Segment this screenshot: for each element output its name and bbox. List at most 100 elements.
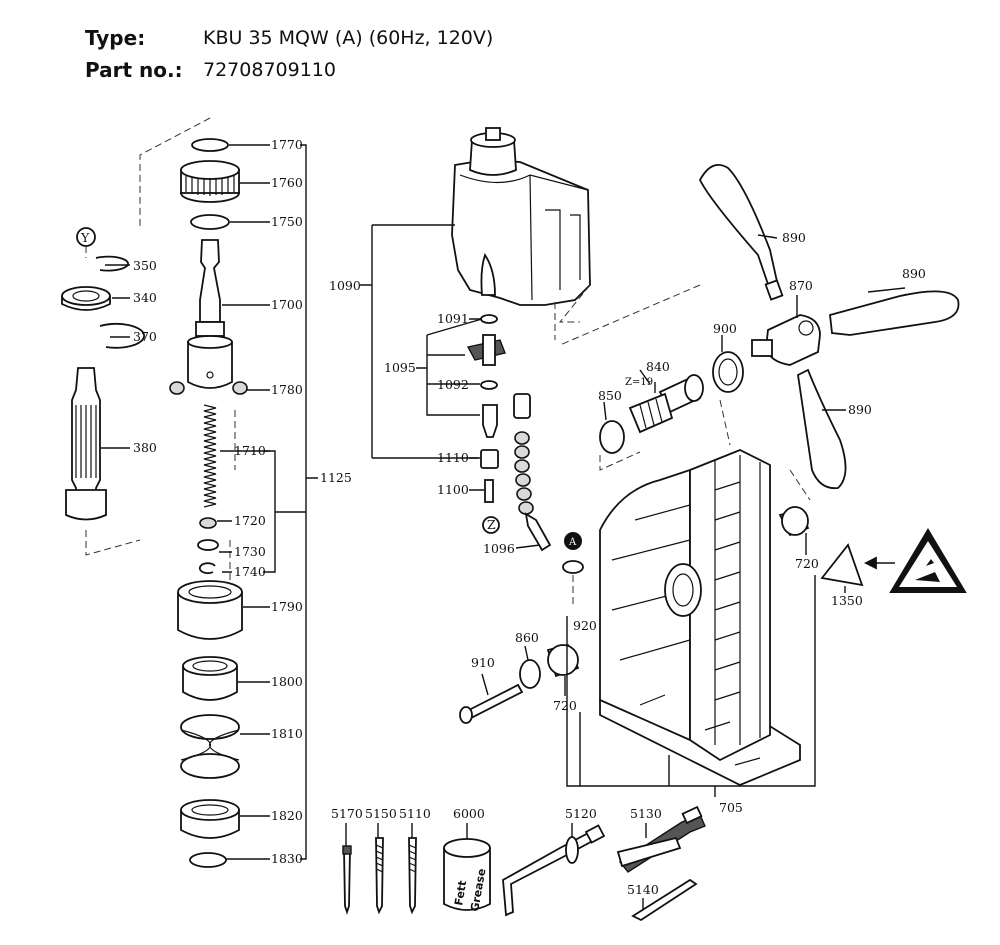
label-870: 870	[789, 278, 813, 293]
marker-y-label: Y	[80, 230, 90, 245]
part-720-end-cap-lower	[546, 643, 580, 678]
header: Type: KBU 35 MQW (A) (60Hz, 120V) Part n…	[85, 22, 493, 86]
label-1350: 1350	[831, 593, 863, 608]
label-1780: 1780	[271, 382, 303, 397]
accessories-row: 5170 5150 5110 Fett Grease 6000 5120 513…	[331, 805, 706, 922]
label-910: 910	[471, 655, 495, 670]
label-1096: 1096	[483, 541, 515, 556]
label-1790: 1790	[271, 599, 303, 614]
label-1125: 1125	[320, 470, 352, 485]
part-1095-fitting	[482, 404, 498, 438]
label-705: 705	[719, 800, 743, 815]
label-350: 350	[133, 258, 157, 273]
label-720-lower: 720	[553, 698, 577, 713]
part-1790-bearing-housing	[177, 580, 243, 640]
label-1090: 1090	[329, 278, 361, 293]
part-1110-nut	[480, 449, 499, 469]
type-label: Type:	[85, 26, 146, 50]
part-860-spring-ring	[519, 659, 541, 689]
label-860: 860	[515, 630, 539, 645]
marker-z-label: Z	[487, 517, 496, 532]
part-number-label: Part no.:	[85, 58, 183, 82]
part-1092-o-ring	[480, 380, 498, 390]
label-1810: 1810	[271, 726, 303, 741]
part-1820-ring-housing	[180, 799, 240, 839]
label-5140: 5140	[627, 882, 659, 897]
part-1750-ring	[190, 214, 230, 230]
label-1740: 1740	[234, 564, 266, 579]
part-840-pinion-shaft	[628, 374, 704, 434]
label-5120: 5120	[565, 806, 597, 821]
label-840: 840	[646, 359, 670, 374]
part-1350-warning-label	[820, 543, 864, 587]
label-1820: 1820	[271, 808, 303, 823]
arbor-assembly: Y 350 340 370 380	[61, 227, 157, 556]
part-370-retaining-ring	[99, 322, 145, 349]
part-890-handle-lower	[797, 368, 847, 490]
label-1100: 1100	[437, 482, 469, 497]
part-1740-circlip	[198, 562, 216, 575]
label-1830: 1830	[271, 851, 303, 866]
part-910-bolt	[459, 683, 524, 724]
part-890-handle-upper	[698, 164, 784, 301]
feed-handle-assembly: 890 890 890 870 900 840 Z=19 850	[598, 164, 960, 501]
label-1095: 1095	[384, 360, 416, 375]
part-705-drill-stand-frame	[599, 449, 801, 786]
part-1810-wave-spring	[180, 714, 240, 779]
label-1800: 1800	[271, 674, 303, 689]
part-1710-spring	[203, 404, 217, 508]
label-1091: 1091	[437, 311, 469, 326]
part-5140-drift-wedge	[631, 878, 698, 922]
label-340: 340	[133, 290, 157, 305]
grease-can-text-1: Fett	[452, 880, 469, 907]
label-5130: 5130	[630, 806, 662, 821]
label-1092: 1092	[437, 377, 469, 392]
label-1760: 1760	[271, 175, 303, 190]
part-920-o-ring	[562, 560, 584, 574]
label-900: 900	[713, 321, 737, 336]
marker-a	[564, 532, 582, 550]
part-1800-collar	[182, 656, 238, 701]
coolant-tank-assembly: 1090 Z 1091 1095	[329, 127, 701, 556]
part-1700-spindle	[187, 239, 233, 389]
part-1095-valve-tap	[466, 334, 506, 366]
part-1770-snap-ring	[191, 138, 229, 152]
label-1720: 1720	[234, 513, 266, 528]
label-720-upper: 720	[795, 556, 819, 571]
part-1780-pin-right	[232, 381, 248, 395]
part-1100-pin	[484, 479, 494, 503]
part-350-circlip	[95, 255, 129, 272]
label-6000: 6000	[453, 806, 485, 821]
label-1770: 1770	[271, 137, 303, 152]
part-850-ring	[599, 420, 625, 454]
part-5170-pin	[342, 845, 352, 915]
part-890-handle-right	[829, 290, 960, 336]
part-5110-pin	[408, 837, 417, 915]
part-5130-strap	[616, 805, 706, 873]
type-row: Type: KBU 35 MQW (A) (60Hz, 120V)	[85, 22, 493, 54]
label-5150: 5150	[365, 806, 397, 821]
part-1720-valve	[199, 517, 217, 529]
type-value: KBU 35 MQW (A) (60Hz, 120V)	[203, 27, 494, 49]
marker-a-label: A	[568, 537, 577, 548]
part-720-end-cap-upper	[778, 506, 810, 537]
label-1750: 1750	[271, 214, 303, 229]
part-900-ring-gear	[712, 351, 744, 393]
part-5120-hex-key	[502, 824, 606, 917]
label-1710: 1710	[234, 443, 266, 458]
part-number-value: 72708709110	[203, 59, 336, 81]
label-1110: 1110	[437, 450, 469, 465]
part-870-hub	[751, 314, 821, 366]
part-number-row: Part no.: 72708709110	[85, 54, 493, 86]
part-1780-pin-left	[169, 381, 185, 395]
label-890-upper: 890	[782, 230, 806, 245]
part-6000-grease-can: Fett Grease	[443, 838, 491, 913]
part-1730-washer	[197, 539, 219, 551]
label-920: 920	[573, 618, 597, 633]
spindle-assembly: 1770 1760 1750 1700 1780 1710 1720 1730 …	[139, 117, 352, 868]
gear-note: Z=19	[625, 377, 653, 388]
part-380-arbor-shaft	[65, 367, 107, 521]
marker-z	[482, 516, 500, 534]
label-370: 370	[133, 329, 157, 344]
